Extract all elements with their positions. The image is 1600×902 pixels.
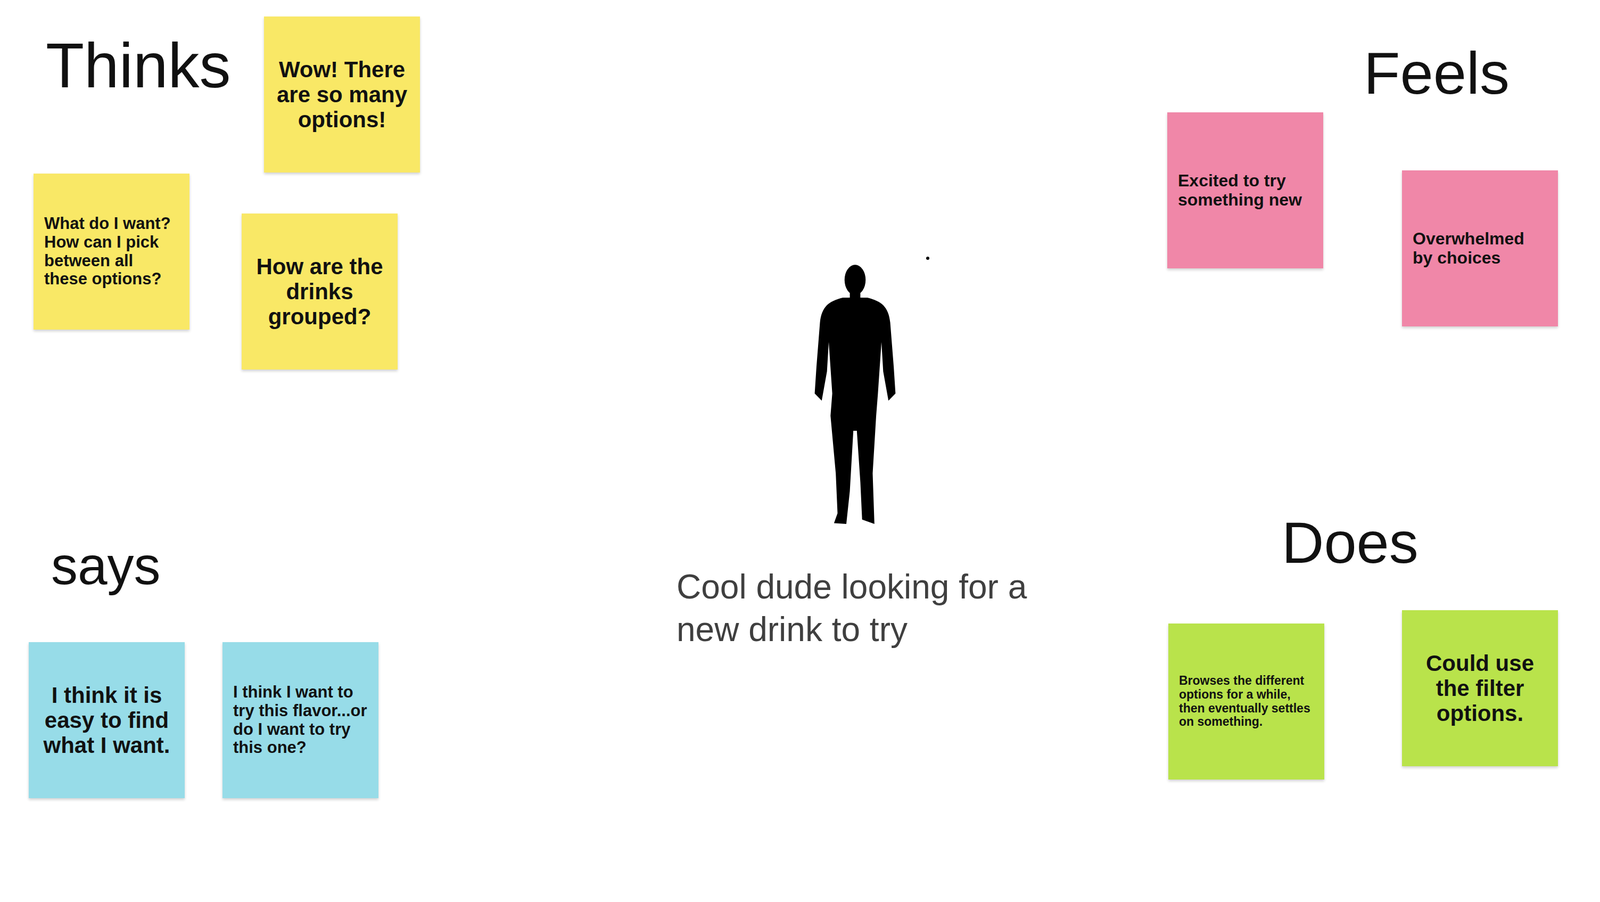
note-text: Wow! There are so many options!: [274, 56, 410, 133]
sticky-note: Wow! There are so many options!: [264, 16, 420, 173]
sticky-note: Overwhelmed by choices: [1401, 170, 1558, 327]
note-text: I think I want to try this flavor...or d…: [233, 682, 368, 757]
person-silhouette: [814, 264, 896, 524]
note-text: What do I want? How can I pick between a…: [44, 214, 179, 289]
section-heading: says: [51, 532, 161, 599]
note-text: Could use the filter options.: [1412, 650, 1548, 726]
note-text: Excited to try something new: [1177, 171, 1313, 210]
note-text: I think it is easy to find what I want.: [39, 682, 175, 758]
sticky-note: Browses the different options for a whil…: [1168, 623, 1325, 780]
sticky-note: How are the drinks grouped?: [241, 213, 398, 370]
persona-caption: Cool dude looking for a new drink to try: [676, 565, 1082, 651]
sticky-note: I think I want to try this flavor...or d…: [222, 641, 379, 798]
sticky-note: I think it is easy to find what I want.: [28, 641, 185, 798]
sticky-note: What do I want? How can I pick between a…: [33, 173, 190, 330]
section-heading: Does: [1281, 505, 1419, 580]
sticky-note: Excited to try something new: [1167, 112, 1324, 269]
section-heading: Thinks: [45, 26, 232, 106]
sticky-note: Could use the filter options.: [1401, 609, 1558, 766]
note-text: Overwhelmed by choices: [1412, 229, 1548, 268]
note-text: How are the drinks grouped?: [252, 253, 387, 329]
section-heading: Feels: [1363, 36, 1510, 111]
note-text: Browses the different options for a whil…: [1178, 673, 1314, 729]
dot: [926, 256, 930, 260]
